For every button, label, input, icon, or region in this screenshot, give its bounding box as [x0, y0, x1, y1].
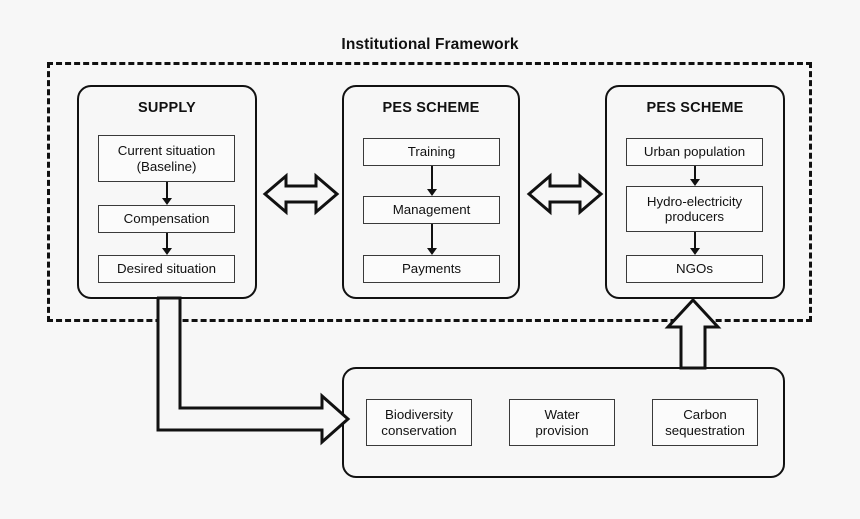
box-biodiversity-line2: conservation: [381, 422, 457, 438]
box-desired-situation: Desired situation: [98, 255, 235, 283]
box-water-line2: provision: [535, 422, 589, 438]
panel-pes-scheme-middle-title: PES SCHEME: [382, 100, 480, 116]
box-carbon-sequestration: Carbon sequestration: [652, 399, 758, 446]
arrow-training-to-management: [425, 166, 439, 196]
box-compensation: Compensation: [98, 205, 235, 233]
box-ngos: NGOs: [626, 255, 763, 283]
panel-supply-title: SUPPLY: [138, 100, 196, 116]
box-biodiversity-line1: Biodiversity: [385, 407, 453, 423]
institutional-framework-boundary: [47, 62, 812, 322]
box-hydro-electricity-producers: Hydro-electricity producers: [626, 186, 763, 232]
box-carbon-line1: Carbon: [683, 407, 727, 423]
box-current-situation-line1: Current situation: [117, 143, 216, 159]
box-payments: Payments: [363, 255, 500, 283]
box-water-provision: Water provision: [509, 399, 615, 446]
arrow-compensation-to-desired: [160, 233, 174, 255]
panel-pes-scheme-right-title: PES SCHEME: [646, 100, 744, 116]
box-training: Training: [363, 138, 500, 166]
arrow-management-to-payments: [425, 224, 439, 255]
box-water-line1: Water: [544, 407, 580, 423]
box-biodiversity-conservation: Biodiversity conservation: [366, 399, 472, 446]
arrow-urban-to-hydro: [688, 166, 702, 186]
framework-title: Institutional Framework: [341, 36, 519, 53]
box-hydro-line1: Hydro-electricity: [646, 193, 743, 209]
box-hydro-line2: producers: [664, 209, 725, 224]
arrow-current-to-compensation: [160, 182, 174, 205]
box-carbon-line2: sequestration: [665, 422, 745, 438]
box-urban-population: Urban population: [626, 138, 763, 166]
arrow-hydro-to-ngos: [688, 232, 702, 255]
box-current-situation: Current situation (Baseline): [98, 135, 235, 182]
box-management: Management: [363, 196, 500, 224]
box-current-situation-line2: (Baseline): [136, 158, 197, 174]
